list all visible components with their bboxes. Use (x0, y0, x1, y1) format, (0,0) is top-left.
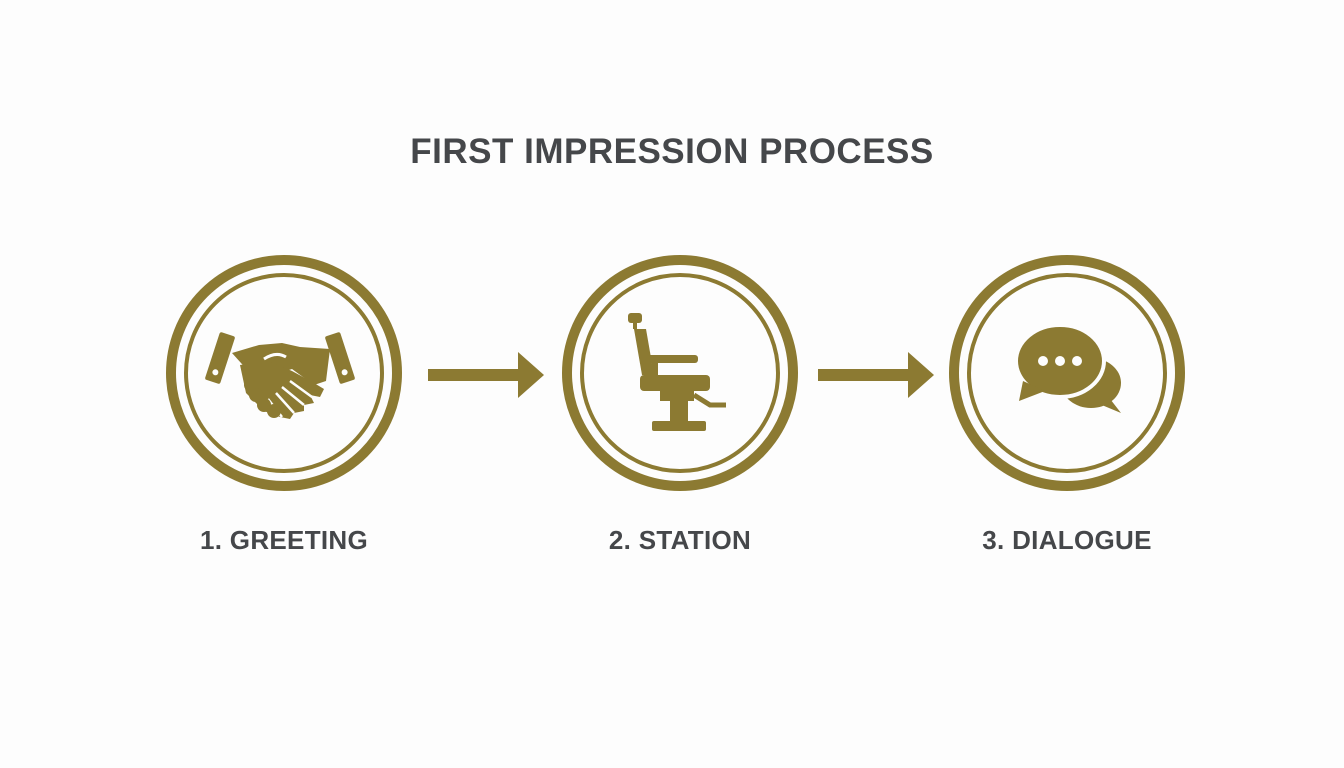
speech-bubbles-icon (949, 255, 1185, 491)
diagram-title: FIRST IMPRESSION PROCESS (410, 132, 934, 171)
step-station-label: 2. STATION (608, 525, 752, 555)
step-dialogue-label: 3. DIALOGUE (982, 525, 1152, 555)
step-dialogue-circle (947, 253, 1187, 493)
handshake-icon (166, 255, 402, 491)
step-greeting-circle (164, 253, 404, 493)
step-station-circle (560, 253, 800, 493)
step-greeting-label: 1. GREETING (200, 525, 368, 555)
arrow-right-icon (818, 350, 936, 400)
barber-chair-icon (562, 255, 798, 491)
arrow-right-icon (428, 350, 546, 400)
